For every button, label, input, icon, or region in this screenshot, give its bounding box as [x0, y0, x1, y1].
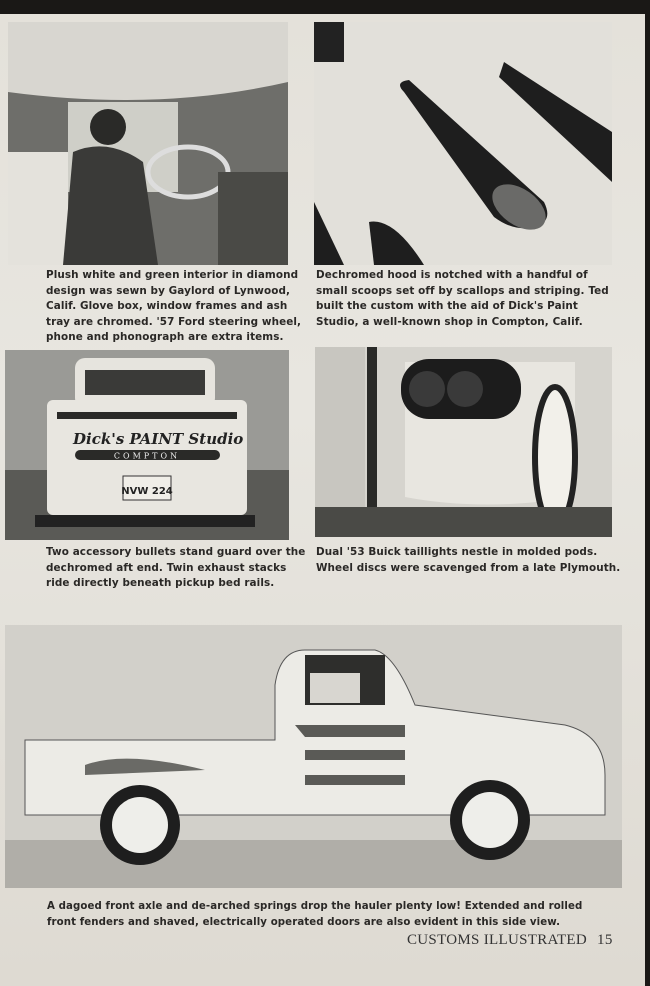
tailgate-script: Dick's PAINT Studio	[72, 430, 243, 448]
photo-rear: Dick's PAINT Studio COMPTON NVW 224	[5, 350, 289, 540]
caption-line: Calif. Glove box, window frames and ash	[46, 300, 288, 313]
caption-line: tray are chromed. '57 Ford steering whee…	[46, 315, 302, 328]
photo-interior	[8, 22, 288, 265]
caption-line: A dagoed front axle and de-arched spring…	[47, 901, 583, 912]
caption-line: ride directly beneath pickup bed rails.	[46, 577, 275, 590]
caption-line: small scoops set off by scallops and str…	[316, 284, 609, 297]
caption-line: design was sewn by Gaylord of Lynwood,	[46, 284, 291, 297]
caption-line: front fenders and shaved, electrically o…	[47, 916, 561, 928]
page-number: 15	[597, 932, 613, 948]
tailgate-city: COMPTON	[114, 452, 180, 461]
caption-line: Plush white and green interior in diamon…	[46, 269, 299, 281]
caption-line: phone and phonograph are extra items.	[46, 331, 284, 344]
caption-interior: Plush white and green interior in diamon…	[46, 268, 301, 346]
caption-line: Studio, a well-known shop in Compton, Ca…	[316, 315, 583, 328]
photo-taillights	[315, 347, 612, 537]
caption-rear: Two accessory bullets stand guard over t…	[46, 545, 305, 592]
license-plate: NVW 224	[121, 486, 173, 497]
caption-taillights: Dual '53 Buick taillights nestle in mold…	[316, 545, 620, 576]
caption-line: Two accessory bullets stand guard over t…	[46, 546, 306, 558]
caption-line: built the custom with the aid of Dick's …	[316, 300, 578, 313]
page-footer: CUSTOMS ILLUSTRATED 15	[407, 932, 613, 949]
caption-line: dechromed aft end. Twin exhaust stacks	[46, 561, 287, 574]
photo-side-view	[5, 625, 622, 888]
photo-hood	[314, 22, 612, 265]
caption-line: Dual '53 Buick taillights nestle in mold…	[316, 546, 598, 558]
caption-hood: Dechromed hood is notched with a handful…	[316, 268, 609, 330]
caption-line: Dechromed hood is notched with a handful…	[316, 269, 588, 281]
magazine-name: CUSTOMS ILLUSTRATED	[407, 932, 588, 948]
caption-line: Wheel discs were scavenged from a late P…	[316, 561, 621, 574]
caption-side-view: A dagoed front axle and de-arched spring…	[47, 899, 582, 930]
